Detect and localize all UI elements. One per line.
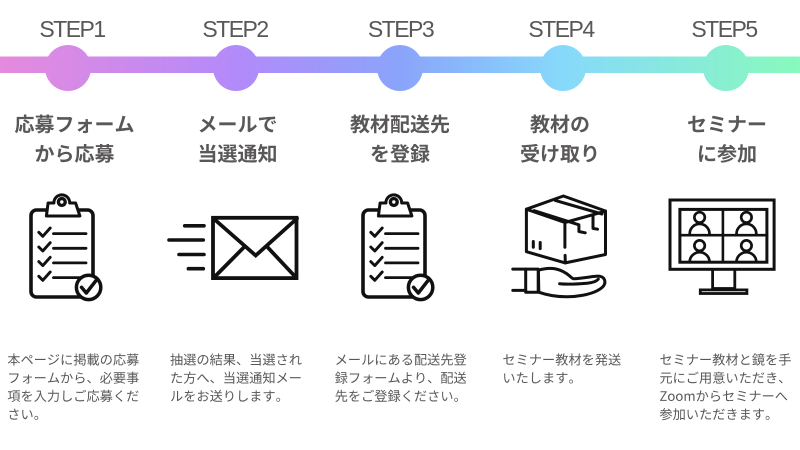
svg-text:STEP1: STEP1 xyxy=(39,16,105,42)
svg-text:STEP3: STEP3 xyxy=(368,16,434,42)
svg-text:STEP2: STEP2 xyxy=(202,16,268,42)
svg-text:STEP4: STEP4 xyxy=(528,16,595,42)
svg-text:STEP5: STEP5 xyxy=(691,16,757,42)
